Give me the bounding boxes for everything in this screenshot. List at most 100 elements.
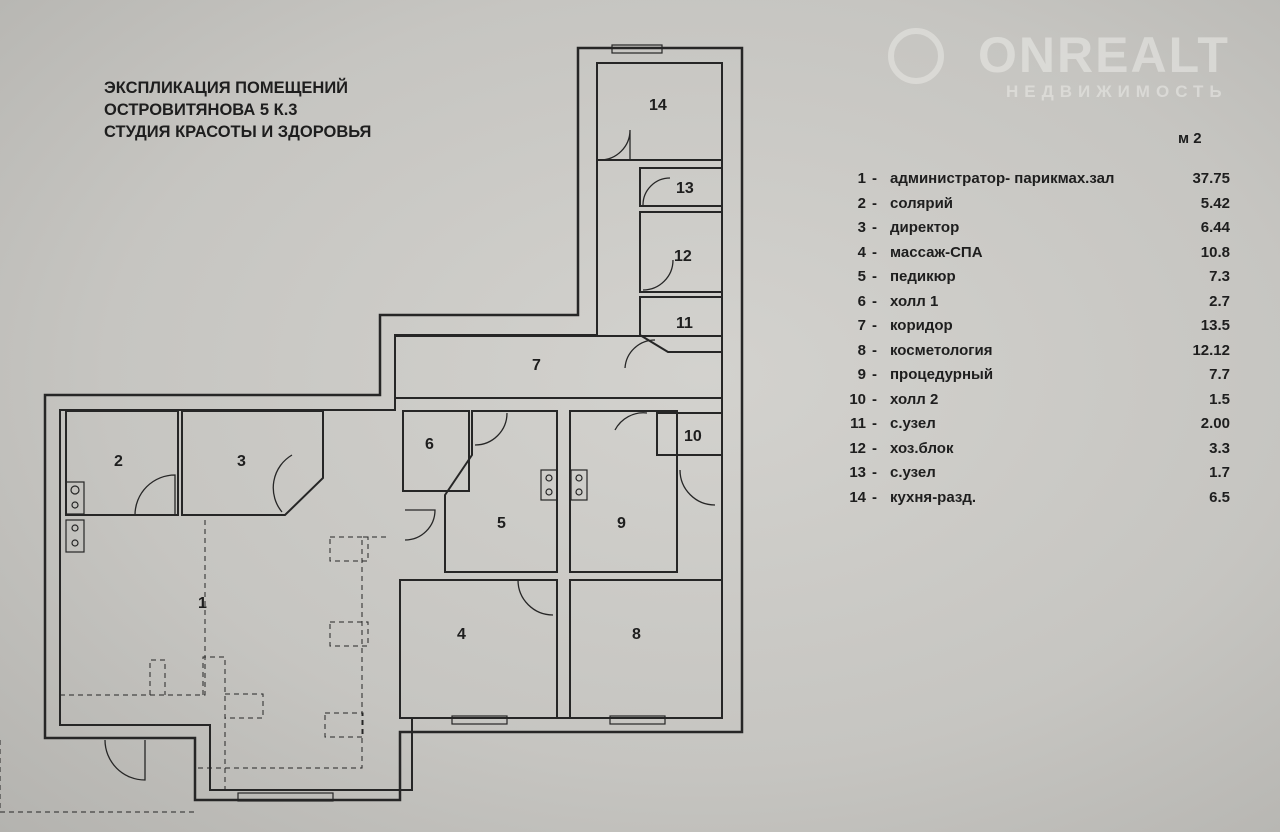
sink-icons xyxy=(65,469,588,553)
legend-room-area: 6.44 xyxy=(1200,219,1230,236)
legend-dash: - xyxy=(872,243,877,261)
legend-dash: - xyxy=(872,341,877,359)
watermark-logo-icon xyxy=(888,28,944,84)
door-swings xyxy=(104,129,716,781)
legend-dash: - xyxy=(872,366,877,383)
room-label-4: 4 xyxy=(457,626,466,643)
room-label-1: 1 xyxy=(198,595,207,612)
door-arc xyxy=(272,454,293,513)
plan-title: ЭКСПЛИКАЦИЯ ПОМЕЩЕНИЙ ОСТРОВИТЯНОВА 5 К.… xyxy=(104,77,371,143)
window xyxy=(611,44,663,54)
legend-room-number: 14 xyxy=(849,488,866,506)
room-label-2: 2 xyxy=(114,453,123,470)
legend-room-name: хоз.блок xyxy=(890,439,954,457)
room-10 xyxy=(656,412,723,456)
legend-dash: - xyxy=(872,415,877,432)
legend-room-number: 3 xyxy=(857,219,866,236)
room-label-3: 3 xyxy=(237,453,246,470)
legend-dash: - xyxy=(872,439,877,457)
legend-room-number: 7 xyxy=(857,317,866,334)
legend-room-area: 2.00 xyxy=(1200,415,1230,432)
legend-dash: - xyxy=(872,268,877,285)
watermark-subtitle: НЕДВИЖИМОСТЬ xyxy=(1006,82,1228,101)
title-line-1: ЭКСПЛИКАЦИЯ ПОМЕЩЕНИЙ xyxy=(104,79,349,97)
door-arc xyxy=(642,259,674,291)
area-unit: м 2 xyxy=(1178,130,1202,147)
room-label-7: 7 xyxy=(532,357,541,374)
room-9 xyxy=(569,410,678,573)
room-6 xyxy=(402,410,470,492)
room-label-11: 11 xyxy=(676,315,693,332)
legend-room-area: 5.42 xyxy=(1200,194,1230,212)
room-11 xyxy=(639,296,723,353)
legend-dash: - xyxy=(872,464,877,481)
legend-room-area: 3.3 xyxy=(1209,439,1230,457)
legend-room-area: 37.75 xyxy=(1192,170,1230,187)
legend-room-area: 7.7 xyxy=(1209,366,1230,383)
room-12 xyxy=(639,211,723,293)
legend-room-area: 12.12 xyxy=(1192,341,1230,359)
legend-room-name: процедурный xyxy=(890,366,994,383)
legend-room-area: 13.5 xyxy=(1200,317,1230,334)
room-label-10: 10 xyxy=(684,428,702,445)
room-label-13: 13 xyxy=(676,180,694,197)
furniture-outlines xyxy=(0,520,390,813)
room-2 xyxy=(65,410,179,516)
door-arc xyxy=(474,412,508,446)
legend-room-number: 12 xyxy=(849,439,866,457)
legend-row: 13-с.узел 1.7 xyxy=(830,464,1240,489)
legend-room-name: косметология xyxy=(890,341,993,359)
room-7 xyxy=(394,335,723,399)
legend-room-number: 4 xyxy=(857,243,866,261)
legend-room-area: 2.7 xyxy=(1209,292,1230,310)
window xyxy=(237,792,334,802)
door-arc xyxy=(599,129,631,161)
legend-room-area: 6.5 xyxy=(1209,488,1230,506)
legend-room-name: массаж-СПА xyxy=(890,243,983,261)
room-label-12: 12 xyxy=(674,248,692,265)
legend-room-name: с.узел xyxy=(890,464,936,481)
legend-row: 12-хоз.блок 3.3 xyxy=(830,440,1240,465)
door-arc xyxy=(404,509,436,541)
door-arc xyxy=(517,579,554,616)
legend-row: 14-кухня-разд.6.5 xyxy=(830,489,1240,514)
room-4 xyxy=(399,579,558,719)
legend-room-name: солярий xyxy=(890,194,954,212)
door-arc xyxy=(104,739,146,781)
legend-room-number: 13 xyxy=(849,464,866,481)
legend-room-number: 1 xyxy=(857,170,866,187)
room-13 xyxy=(639,167,723,207)
title-line-3: СТУДИЯ КРАСОТЫ И ЗДОРОВЬЯ xyxy=(104,123,372,141)
room-5 xyxy=(444,410,558,573)
legend-room-number: 10 xyxy=(849,390,866,408)
room-8 xyxy=(569,579,723,719)
legend-dash: - xyxy=(872,317,877,334)
legend-room-area: 1.7 xyxy=(1209,464,1230,481)
inner-wall-line xyxy=(59,62,723,791)
legend-dash: - xyxy=(872,170,877,187)
legend-room-number: 6 xyxy=(857,292,866,310)
room-label-5: 5 xyxy=(497,515,506,532)
room-label-8: 8 xyxy=(632,626,641,643)
outer-wall xyxy=(43,46,744,802)
legend-room-name: педикюр xyxy=(890,268,956,285)
legend-room-area: 7.3 xyxy=(1209,268,1230,285)
legend-room-name: холл 1 xyxy=(890,292,939,310)
window xyxy=(451,715,508,725)
door-arc xyxy=(614,412,648,431)
room-3 xyxy=(181,410,324,516)
room-label-14: 14 xyxy=(649,97,667,114)
